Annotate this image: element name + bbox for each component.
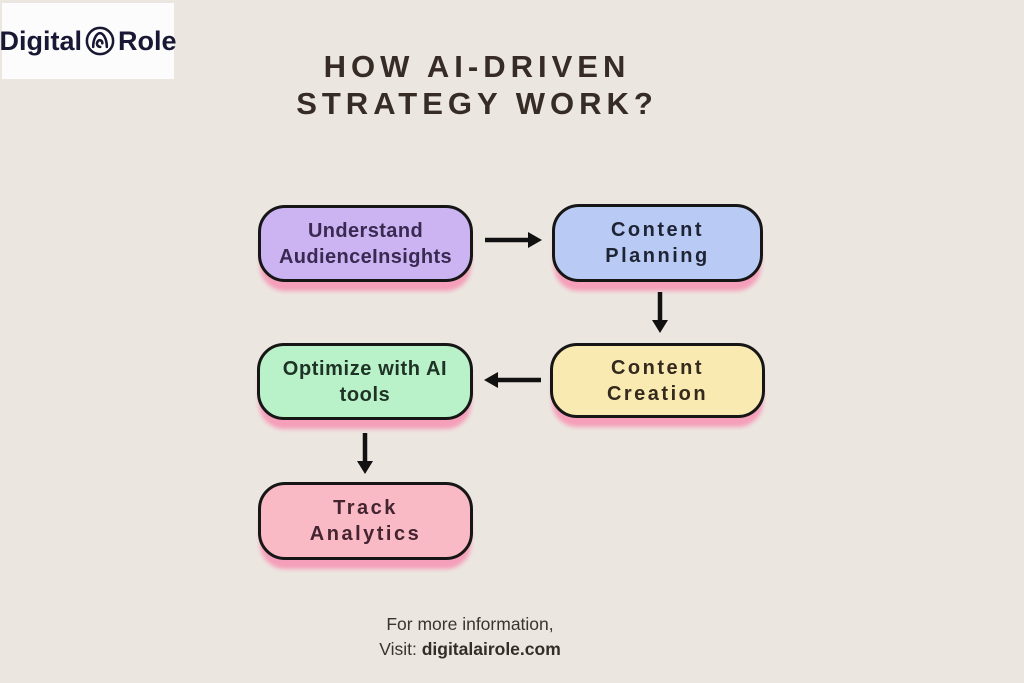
spiral-a-circle-icon xyxy=(84,25,116,57)
footer-website-link[interactable]: digitalairole.com xyxy=(421,639,561,659)
flow-node-content-creation: Content Creation xyxy=(550,343,765,418)
node-label-line: Understand xyxy=(307,219,424,242)
flow-node-content-planning: Content Planning xyxy=(552,204,763,282)
page-title-line2: STRATEGY WORK? xyxy=(296,86,658,121)
flow-node-understand-audience: Understand AudienceInsights xyxy=(258,205,473,282)
node-label-line: Track xyxy=(333,497,398,519)
footer-line1: For more information, xyxy=(386,614,554,634)
node-label-line: Content xyxy=(610,219,705,241)
node-label-line: AudienceInsights xyxy=(278,245,453,268)
node-label-line: Optimize with AI xyxy=(282,357,448,380)
flow-node-optimize-ai-tools: Optimize with AI tools xyxy=(257,343,473,420)
footer: For more information, Visit: digitalairo… xyxy=(270,612,670,662)
arrow-left-creation-to-optimize-icon xyxy=(482,368,544,397)
footer-line2: Visit: digitalairole.com xyxy=(270,637,670,662)
arrow-right-understand-to-planning-icon xyxy=(482,228,544,257)
page-title-line1: HOW AI-DRIVEN xyxy=(323,49,631,84)
node-label-line: Analytics xyxy=(309,523,422,545)
page-title: HOW AI-DRIVEN STRATEGY WORK? xyxy=(222,48,732,122)
logo-text-role: Role xyxy=(118,25,177,56)
logo-card: Digital Role xyxy=(0,3,177,79)
footer-visit-prefix: Visit: xyxy=(379,639,422,659)
flow-node-track-analytics: Track Analytics xyxy=(258,482,473,560)
node-label-line: Planning xyxy=(605,245,710,267)
arrow-down-optimize-to-track-icon xyxy=(353,431,377,480)
node-label-line: tools xyxy=(339,383,391,406)
arrow-down-planning-to-creation-icon xyxy=(648,290,672,339)
node-label-line: Content xyxy=(610,356,705,379)
node-label-line: Creation xyxy=(606,382,709,405)
logo-text-digital: Digital xyxy=(0,25,82,56)
